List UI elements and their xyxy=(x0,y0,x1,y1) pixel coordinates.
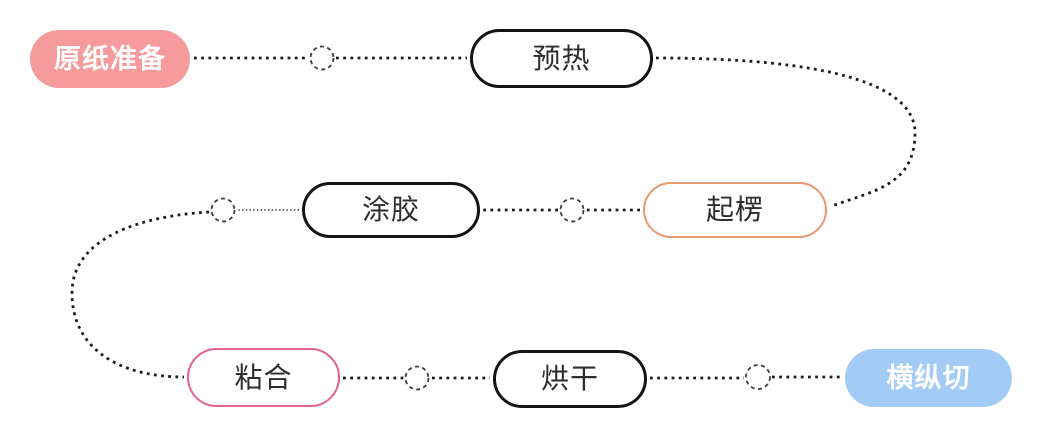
node-slitting: 横纵切 xyxy=(845,349,1012,407)
connector-waypoint-circle xyxy=(404,365,430,391)
node-gluing: 涂胶 xyxy=(302,182,480,238)
node-bonding: 粘合 xyxy=(187,348,340,407)
node-label: 预热 xyxy=(532,42,591,74)
connector-waypoint-circle xyxy=(210,197,236,223)
node-label: 粘合 xyxy=(234,361,293,393)
node-label: 起楞 xyxy=(705,194,764,225)
node-label: 横纵切 xyxy=(886,362,971,393)
dotted-curve-right xyxy=(655,56,917,208)
connector-waypoint-circle xyxy=(309,45,335,71)
dotted-curve-left xyxy=(70,210,210,379)
node-preheat: 预热 xyxy=(470,29,653,88)
connector-waypoint-circle xyxy=(745,364,771,390)
node-label: 烘干 xyxy=(540,363,599,394)
node-raw-paper-prep: 原纸准备 xyxy=(30,30,190,88)
node-label: 涂胶 xyxy=(361,194,420,225)
node-drying: 烘干 xyxy=(493,350,647,408)
connector-waypoint-circle xyxy=(559,197,585,223)
node-label: 原纸准备 xyxy=(54,43,166,74)
node-fluting: 起楞 xyxy=(643,182,827,238)
